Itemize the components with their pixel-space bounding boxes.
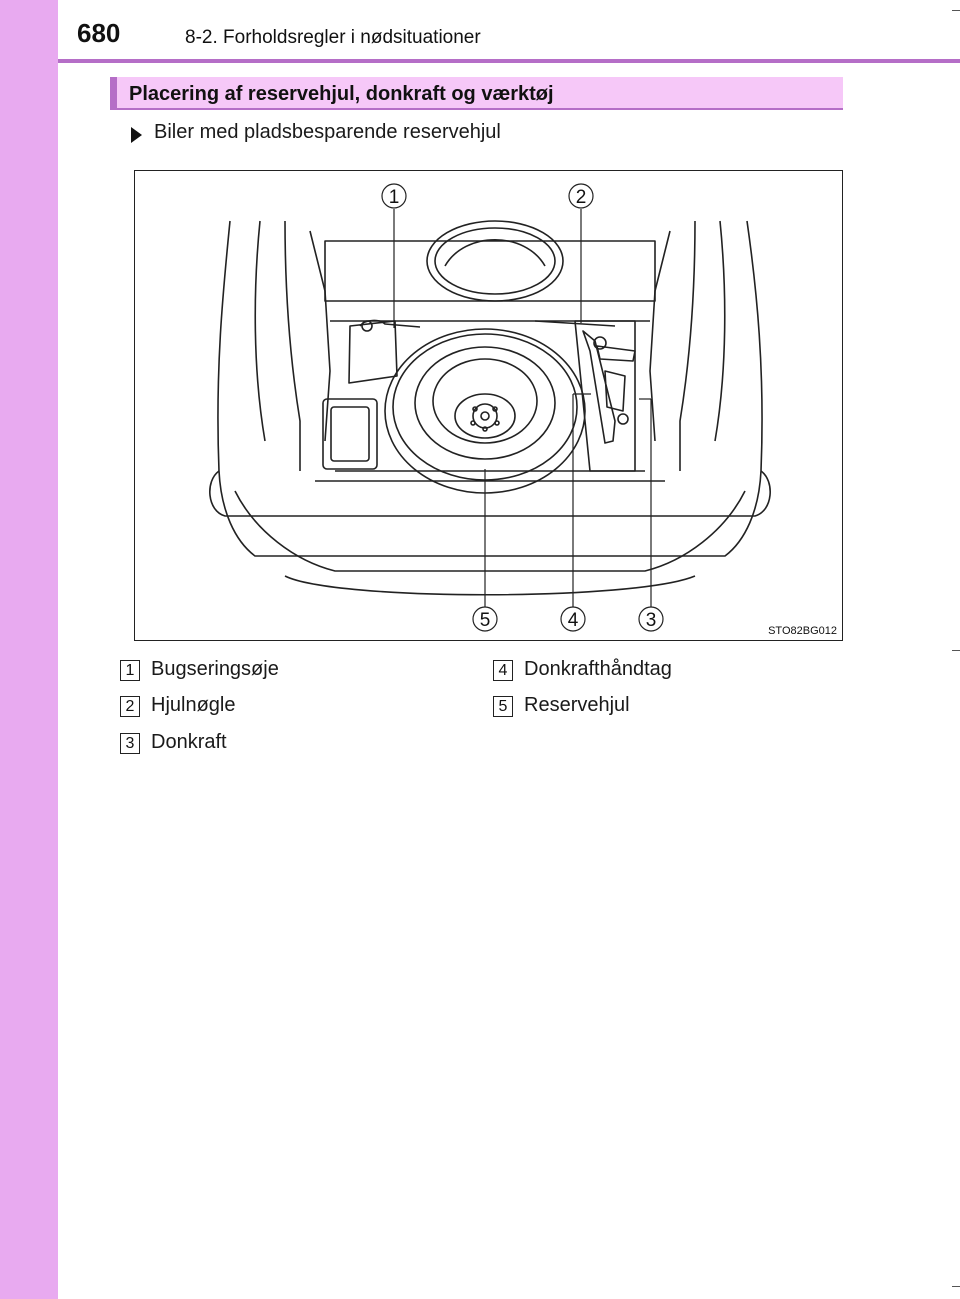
legend-number: 1 bbox=[120, 660, 140, 681]
legend-label: Donkraft bbox=[151, 731, 227, 753]
trunk-drawing: 1 2 3 4 5 bbox=[209, 183, 771, 632]
legend-number: 5 bbox=[493, 696, 513, 717]
page-number: 680 bbox=[77, 18, 121, 48]
legend-label: Bugseringsøje bbox=[151, 658, 279, 680]
side-color-strip bbox=[0, 0, 58, 1299]
crop-mark bbox=[952, 10, 960, 11]
section-heading: Placering af reservehjul, donkraft og væ… bbox=[129, 83, 554, 105]
callout-5: 5 bbox=[480, 610, 491, 631]
figure-code: STO82BG012 bbox=[768, 625, 837, 637]
callout-labels: 1 2 3 4 5 bbox=[381, 183, 664, 632]
callout-1: 1 bbox=[389, 187, 400, 208]
callout-4: 4 bbox=[568, 610, 579, 631]
legend-label: Hjulnøgle bbox=[151, 694, 236, 716]
crop-mark bbox=[952, 1286, 960, 1287]
crop-mark bbox=[952, 650, 960, 651]
legend-number: 3 bbox=[120, 733, 140, 754]
legend-number: 4 bbox=[493, 660, 513, 681]
callout-2: 2 bbox=[576, 187, 587, 208]
legend-number: 2 bbox=[120, 696, 140, 717]
bullet-text: Biler med pladsbesparende reservehjul bbox=[154, 121, 501, 143]
section-heading-box: Placering af reservehjul, donkraft og væ… bbox=[110, 77, 843, 110]
bullet-arrow-icon bbox=[131, 127, 142, 143]
spare-wheel-illustration: 1 2 3 4 5 STO82BG012 bbox=[134, 170, 843, 641]
header-rule bbox=[58, 59, 960, 63]
section-title: 8-2. Forholdsregler i nødsituationer bbox=[185, 27, 481, 48]
legend-label: Donkrafthåndtag bbox=[524, 658, 672, 680]
callout-3: 3 bbox=[646, 610, 657, 631]
legend-label: Reservehjul bbox=[524, 694, 630, 716]
